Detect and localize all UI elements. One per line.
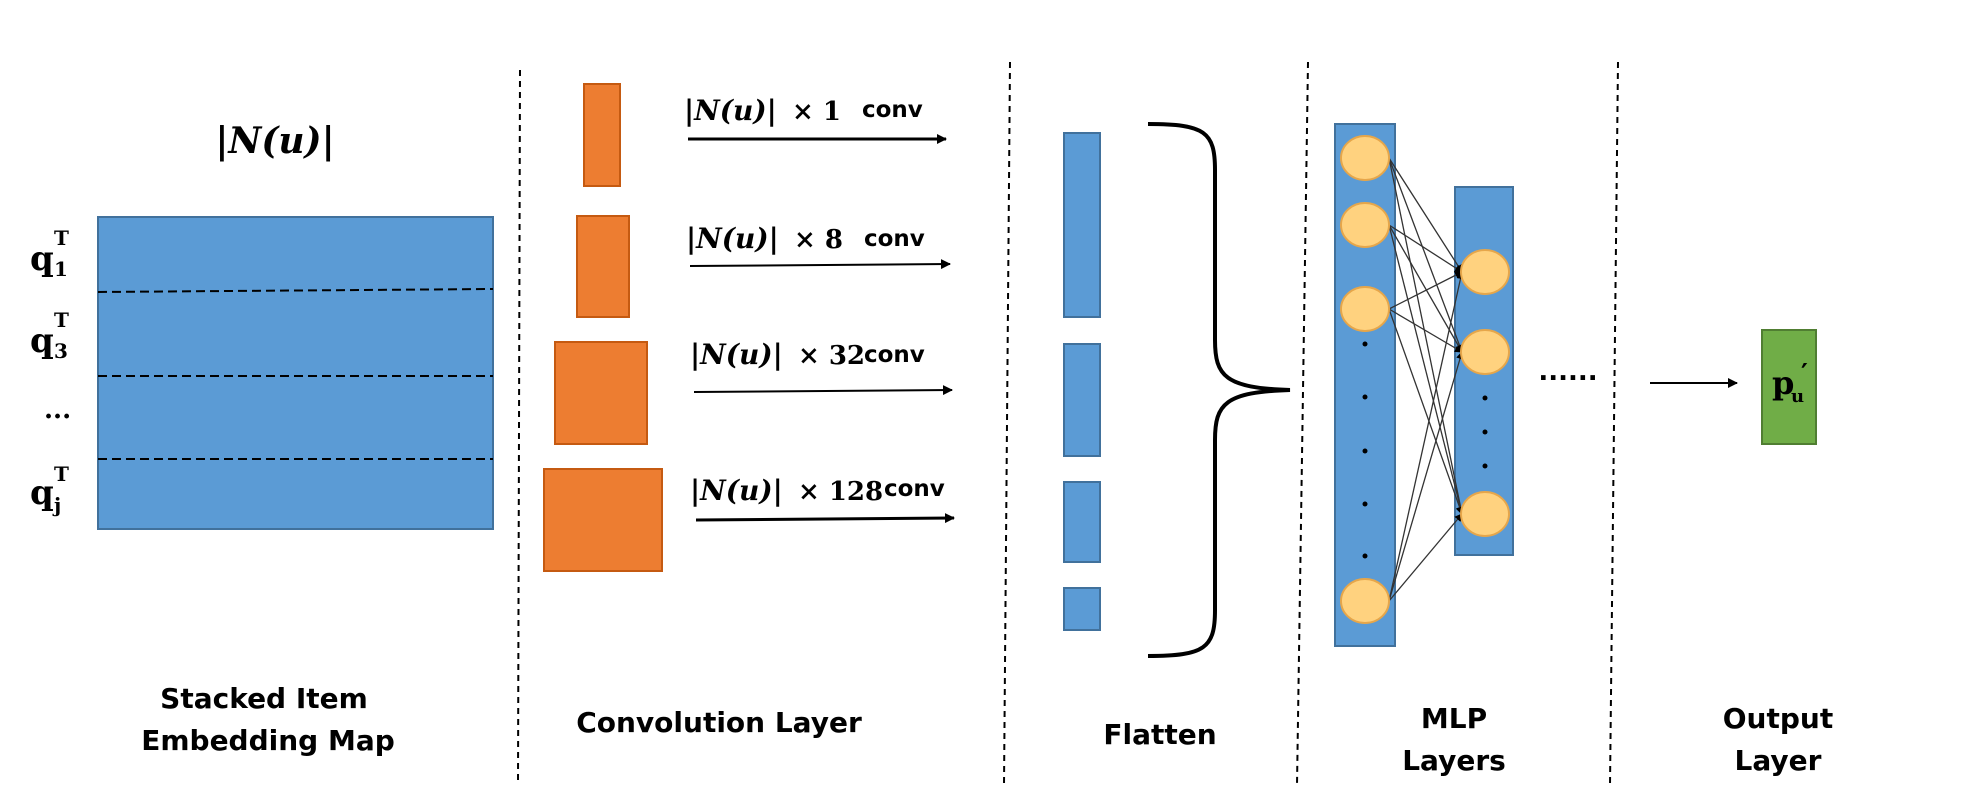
svg-text:conv: conv xyxy=(884,476,945,502)
embedding-caption-line2: Embedding Map xyxy=(141,724,395,757)
svg-text:3: 3 xyxy=(54,339,68,363)
svg-text:j: j xyxy=(52,493,61,517)
flatten-caption: Flatten xyxy=(1103,718,1216,751)
row-separator xyxy=(97,288,494,293)
svg-text:conv: conv xyxy=(864,226,925,252)
conv-label-8: |N(u)| × 8 conv xyxy=(686,222,925,255)
svg-text:q: q xyxy=(30,321,54,361)
svg-text:T: T xyxy=(54,226,69,250)
svg-text:conv: conv xyxy=(862,97,923,123)
output-label: p u ′ xyxy=(1772,359,1808,407)
mlp-ellipsis: ...... xyxy=(1538,357,1597,387)
mlp-connections xyxy=(1388,157,1465,602)
svg-text:× 8: × 8 xyxy=(794,225,843,255)
flatten-block xyxy=(1063,587,1101,631)
svg-text:p: p xyxy=(1772,364,1794,402)
embedding-width-label: |N(u)| xyxy=(215,120,334,162)
mlp-input-dots xyxy=(1362,341,1368,559)
flatten-block xyxy=(1063,481,1101,563)
neuron-node xyxy=(1460,329,1510,375)
neuron-node xyxy=(1340,578,1390,624)
svg-text:|N(u)|: |N(u)| xyxy=(690,474,783,507)
svg-text:T: T xyxy=(54,308,69,332)
flatten-block xyxy=(1063,132,1101,318)
svg-text:conv: conv xyxy=(864,342,925,368)
conv-label-128: |N(u)| × 128 conv xyxy=(690,474,945,507)
row-label-q3: q T 3 xyxy=(30,308,69,363)
conv-filter-32 xyxy=(554,341,648,445)
mlp-caption-line2: Layers xyxy=(1402,744,1506,777)
mlp-hidden-nodes xyxy=(1460,249,1510,537)
svg-text:× 32: × 32 xyxy=(798,341,865,371)
svg-text:× 128: × 128 xyxy=(798,477,883,507)
section-divider xyxy=(1296,61,1309,786)
output-caption-line2: Layer xyxy=(1735,744,1822,777)
embedding-caption-line1: Stacked Item xyxy=(160,682,368,715)
mlp-hidden-dots xyxy=(1482,395,1488,469)
neuron-node xyxy=(1460,249,1510,295)
conv-filter-128 xyxy=(543,468,663,572)
svg-text:|N(u)|: |N(u)| xyxy=(690,338,783,371)
svg-text:′: ′ xyxy=(1801,359,1808,389)
svg-text:q: q xyxy=(30,239,54,279)
output-caption-line1: Output xyxy=(1723,702,1833,735)
mlp-input-nodes xyxy=(1340,135,1390,624)
section-divider xyxy=(517,69,521,786)
svg-text:T: T xyxy=(54,462,69,486)
row-label-ellipsis: ... xyxy=(44,395,71,425)
svg-text:1: 1 xyxy=(54,257,68,281)
row-label-q1: q T 1 xyxy=(30,226,69,281)
row-label-qj: q T j xyxy=(30,462,69,517)
conv-filter-1 xyxy=(583,83,621,187)
svg-text:× 1: × 1 xyxy=(792,97,841,127)
svg-text:u: u xyxy=(1791,386,1804,407)
conv-arrow-8 xyxy=(689,259,951,270)
conv-label-1: |N(u)| × 1 conv xyxy=(684,94,923,127)
svg-text:|N(u)|: |N(u)| xyxy=(684,94,777,127)
flatten-block xyxy=(1063,343,1101,457)
conv-arrow-32 xyxy=(693,385,953,396)
conv-filter-8 xyxy=(576,215,630,318)
conv-label-32: |N(u)| × 32 conv xyxy=(690,338,925,371)
svg-text:|N(u)|: |N(u)| xyxy=(686,222,779,255)
neuron-node xyxy=(1340,286,1390,332)
flatten-brace xyxy=(1147,122,1291,658)
output-node xyxy=(1761,329,1817,445)
neuron-node xyxy=(1340,202,1390,248)
neuron-node xyxy=(1460,491,1510,537)
section-divider xyxy=(1003,61,1011,786)
section-divider xyxy=(1609,61,1619,786)
svg-text:q: q xyxy=(30,473,54,513)
conv-arrow-128 xyxy=(695,513,955,524)
embedding-matrix xyxy=(97,216,494,530)
convolution-caption: Convolution Layer xyxy=(576,706,862,739)
neuron-node xyxy=(1340,135,1390,181)
mlp-caption-line1: MLP xyxy=(1421,702,1487,735)
